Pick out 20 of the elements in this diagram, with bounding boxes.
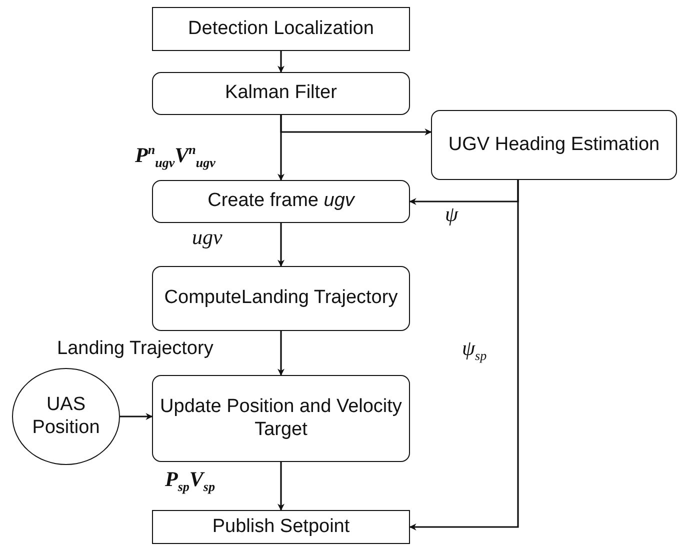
process-box: Create frame ugv [152,180,410,223]
input-circle: UAS Position [12,368,120,465]
arrow [278,331,284,376]
edge-label: P$_{sp}$V$_{sp}$ [165,467,215,496]
edge-label: ψ$_{sp}$ [462,336,487,364]
arrow [409,180,519,530]
arrow [280,115,432,136]
process-box: Publish Setpoint [152,510,410,544]
edge-label: ugv [192,225,222,250]
arrow [278,51,284,73]
process-box: ComputeLanding Trajectory [152,266,410,331]
edge-label: Landing Trajectory [57,338,214,360]
process-box: UGV Heading Estimation [431,110,677,180]
process-box: Detection Localization [152,7,410,51]
arrow [278,223,284,267]
process-box: Kalman Filter [152,72,410,115]
arrow [120,413,153,420]
process-box: Update Position and Velocity Target [152,375,410,462]
edge-label: ψ [445,202,458,227]
arrow [278,462,284,511]
